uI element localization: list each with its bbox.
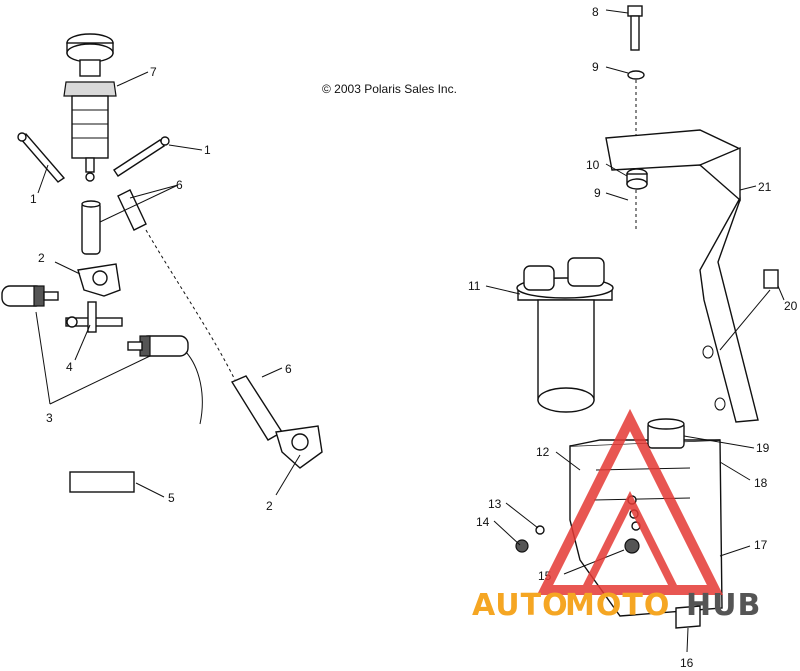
callout-20: 20: [784, 299, 798, 313]
cable-tie-left: [17, 132, 66, 183]
bracket: [605, 129, 759, 423]
watermark-logo: [536, 408, 724, 595]
callout-8: 8: [592, 5, 599, 19]
clamp-upper: [77, 263, 121, 297]
callout-21: 21: [758, 180, 772, 194]
watermark-moto: MOTO: [565, 588, 670, 623]
callout-7: 7: [150, 65, 157, 79]
line-stub: [185, 351, 203, 425]
callout-5: 5: [168, 491, 175, 505]
fitting-left: [1, 285, 59, 307]
callout-16: 16: [680, 656, 694, 670]
primer-assembly: [63, 33, 117, 182]
callout-9-upper: 9: [592, 60, 599, 74]
decal: [69, 471, 135, 493]
callout-4: 4: [66, 360, 73, 374]
callout-3: 3: [46, 411, 53, 425]
callout-1-left: 1: [30, 192, 37, 206]
watermark-hub: HUB: [686, 588, 761, 623]
washer-upper: [627, 70, 645, 80]
callout-6-lower: 6: [285, 362, 292, 376]
callout-18: 18: [754, 476, 768, 490]
callout-12: 12: [536, 445, 550, 459]
callout-11: 11: [468, 279, 481, 293]
copyright-text: © 2003 Polaris Sales Inc.: [322, 82, 457, 96]
callout-1-right: 1: [204, 143, 211, 157]
cable-tie-right: [113, 136, 170, 177]
hose-angled: [117, 189, 147, 231]
hose-lower: [230, 375, 283, 441]
callout-10: 10: [586, 158, 600, 172]
fuel-line-dashed: [145, 229, 236, 381]
callout-2-upper: 2: [38, 251, 45, 265]
fuel-filter: [516, 257, 614, 413]
clamp-lower: [275, 425, 323, 469]
fitting-right: [127, 335, 189, 357]
nut-14: [515, 539, 529, 553]
watermark-text: AUTO MOTO HUB: [472, 588, 761, 623]
callout-2-lower: 2: [266, 499, 273, 513]
spacer: [626, 168, 648, 190]
bolt: [627, 5, 643, 51]
callout-19: 19: [756, 441, 770, 455]
callout-17: 17: [754, 538, 768, 552]
tie-20: [719, 269, 779, 351]
hose-short: [81, 200, 101, 255]
leader-lines: [35, 9, 785, 653]
callout-13: 13: [488, 497, 502, 511]
tee-fitting: [65, 301, 123, 333]
callout-14: 14: [476, 515, 490, 529]
callout-9-lower: 9: [594, 186, 601, 200]
watermark-auto: AUTO: [472, 588, 569, 623]
callout-6-upper: 6: [176, 178, 183, 192]
callout-labels: 7 1 1 6 2 4 3 5 6 2 8 9 10 9 21 11 20 12…: [30, 5, 798, 670]
